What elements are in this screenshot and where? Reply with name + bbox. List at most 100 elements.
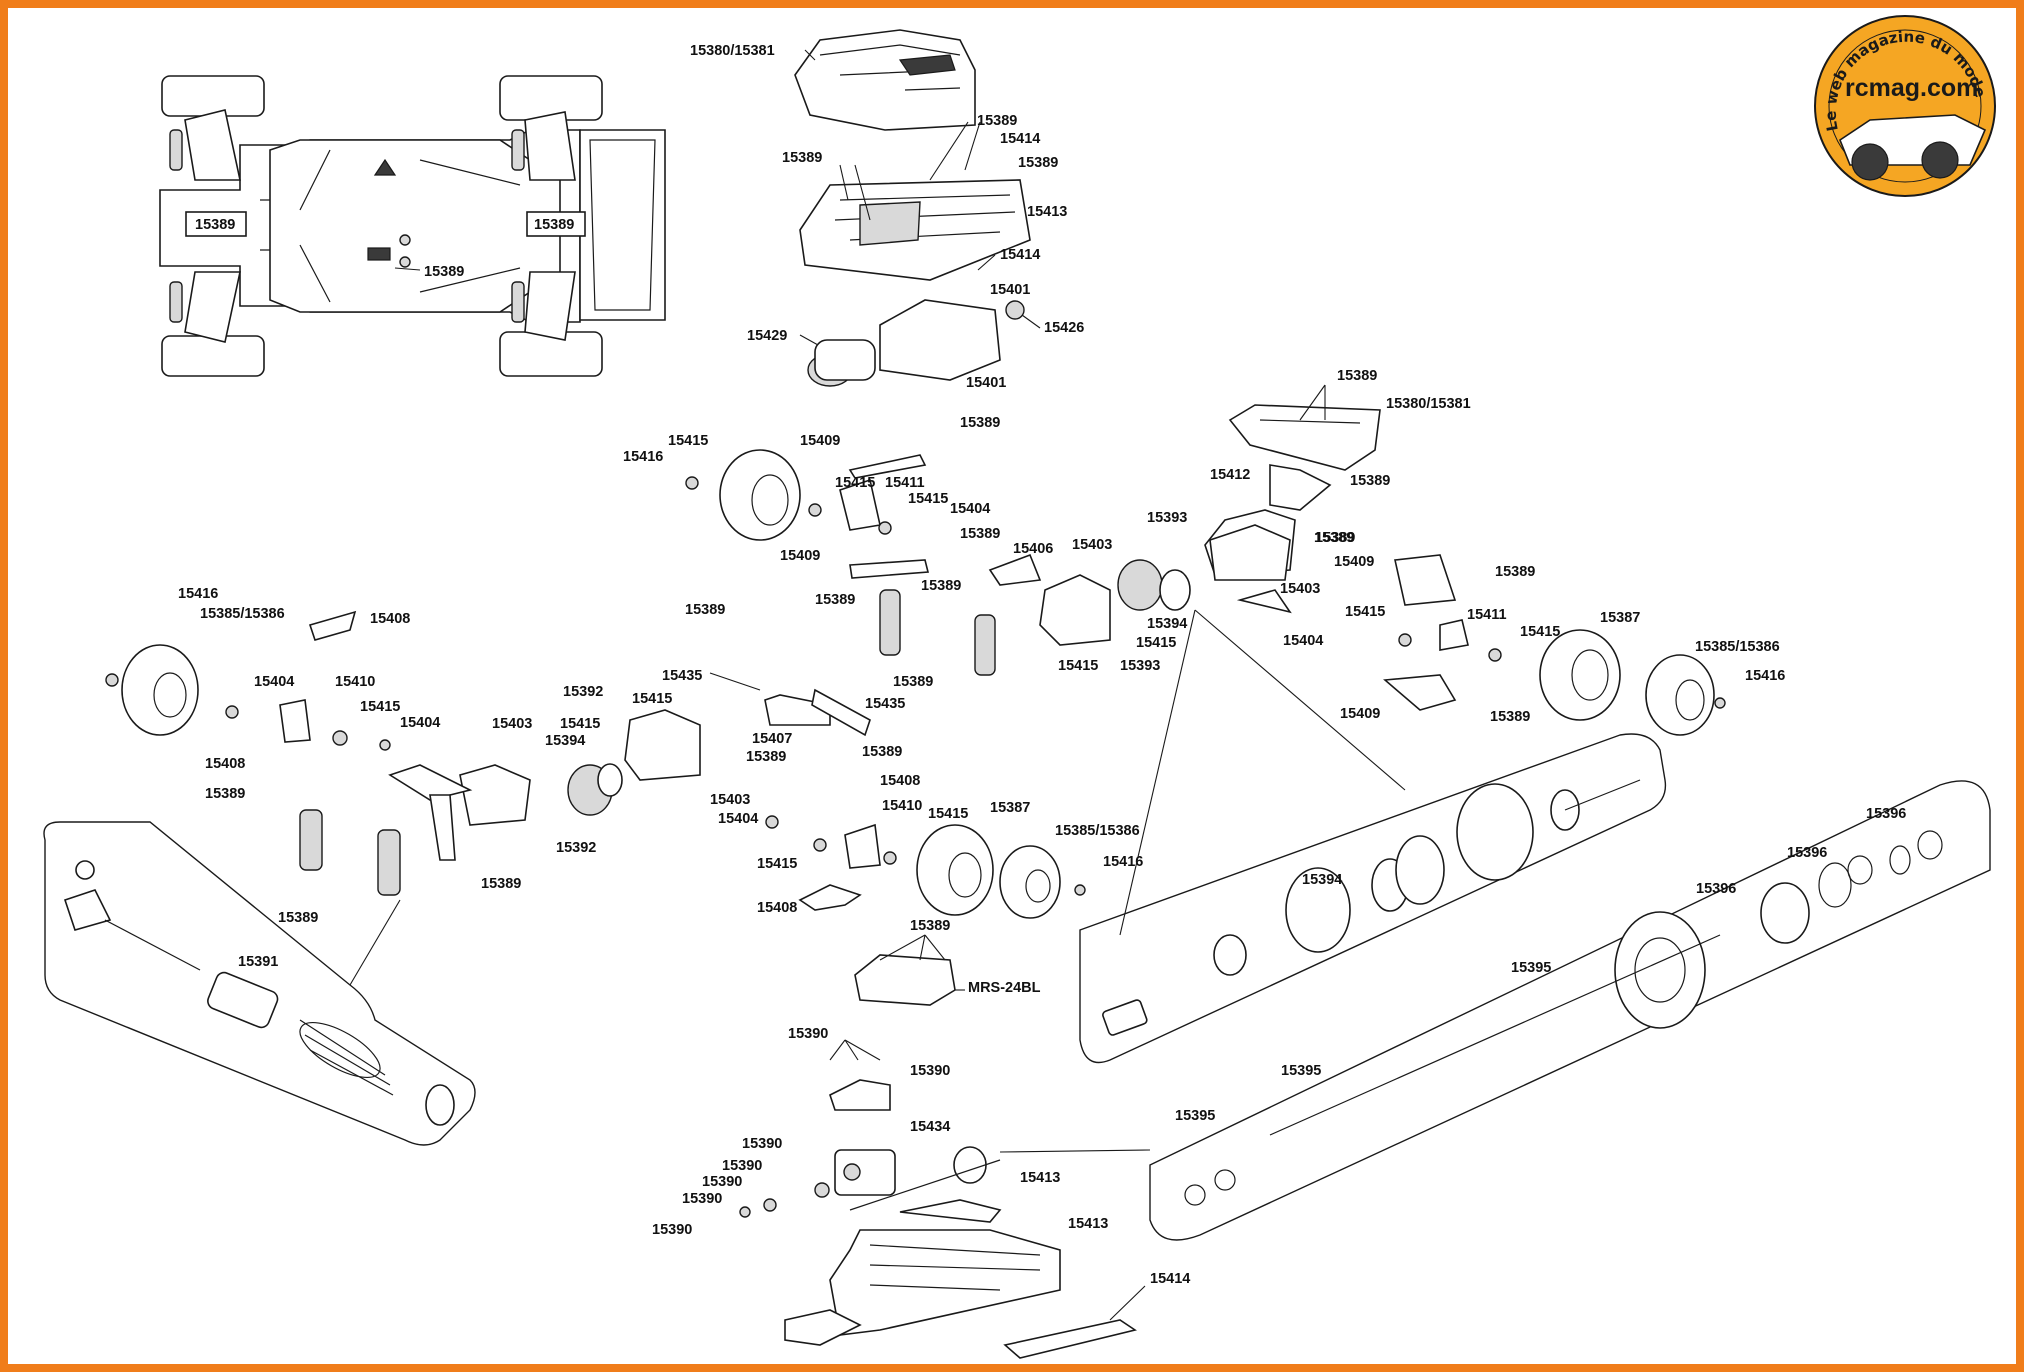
rear-wing-group: 15389 15380/15381 15412 15389 15393 1538… [1147, 368, 1471, 576]
label-15415-f: 15415 [1136, 635, 1176, 651]
label-15389-n: 15389 [815, 592, 855, 608]
front-left-wheel-group: 15416 15385/15386 15408 15404 15410 1541… [105, 586, 440, 751]
label-15403-d: 15403 [710, 792, 750, 808]
label-15411-b: 15411 [885, 475, 925, 491]
label-15426: 15426 [1044, 320, 1084, 336]
car-top-view: 15389 15389 15389 [159, 75, 666, 377]
label-15414-a: 15414 [1000, 131, 1040, 147]
shock-callout: 15391 [43, 821, 476, 1146]
label-15415-d: 15415 [835, 475, 875, 491]
label-15389-e: 15389 [1337, 368, 1377, 384]
label-15415-i: 15415 [632, 691, 672, 707]
label-15393-b: 15393 [1120, 658, 1160, 674]
label-15413-a: 15413 [1027, 204, 1067, 220]
label-15389-i: 15389 [1490, 709, 1530, 725]
label-15415-k: 15415 [928, 806, 968, 822]
label-15389-u: 15389 [278, 910, 318, 926]
label-15404-c: 15404 [254, 674, 294, 690]
label-15389-top-front: 15389 [195, 217, 235, 233]
front-upper-wheel-group: 15415 15409 15389 15416 15415 15411 1541… [623, 415, 1000, 579]
label-15389-m: 15389 [921, 578, 961, 594]
label-15415-h: 15415 [360, 699, 400, 715]
rear-right-wheel-group: 15409 15389 15403 15415 15411 15415 1540… [1280, 554, 1785, 736]
label-15380-15381-a: 15380/15381 [690, 43, 775, 59]
label-15413-b: 15413 [1020, 1170, 1060, 1186]
label-15390-d: 15390 [722, 1158, 762, 1174]
label-15389-d: 15389 [1018, 155, 1058, 171]
label-15429: 15429 [747, 328, 787, 344]
label-15389-top-center: 15389 [424, 264, 464, 280]
label-15387-a: 15387 [1600, 610, 1640, 626]
label-15385-15386-b: 15385/15386 [200, 606, 285, 622]
label-15416-d: 15416 [1103, 854, 1143, 870]
label-15395-a: 15395 [1511, 960, 1551, 976]
label-15389-b: 15389 [782, 150, 822, 166]
label-15389-v: 15389 [910, 918, 950, 934]
body-shell-group: 15380/15381 [690, 29, 976, 131]
label-15414-c: 15414 [1150, 1271, 1190, 1287]
label-15403-b: 15403 [1072, 537, 1112, 553]
label-15413-c: 15413 [1068, 1216, 1108, 1232]
chassis-group: 15413 15414 [784, 1216, 1190, 1359]
label-15389-r: 15389 [862, 744, 902, 760]
label-15416-c: 15416 [178, 586, 218, 602]
label-15395-c: 15395 [1175, 1108, 1215, 1124]
label-15411-a: 15411 [1467, 607, 1507, 623]
label-15389-g: 15389 [1315, 530, 1355, 546]
label-15396-c: 15396 [1696, 881, 1736, 897]
label-15415-e: 15415 [908, 491, 948, 507]
label-15380-15381-b: 15380/15381 [1386, 396, 1471, 412]
label-15415-b: 15415 [1520, 624, 1560, 640]
label-15404-a: 15404 [1283, 633, 1323, 649]
label-15390-e: 15390 [702, 1174, 742, 1190]
label-15396-b: 15396 [1787, 845, 1827, 861]
label-15416-b: 15416 [623, 449, 663, 465]
label-15408-a: 15408 [370, 611, 410, 627]
label-15390-g: 15390 [652, 1222, 692, 1238]
label-15385-15386-c: 15385/15386 [1055, 823, 1140, 839]
label-15391: 15391 [238, 954, 278, 970]
label-15408-c: 15408 [205, 756, 245, 772]
center-mount-group: 15435 15435 15407 15389 [662, 668, 905, 765]
label-15387-b: 15387 [990, 800, 1030, 816]
label-15395-b: 15395 [1281, 1063, 1321, 1079]
label-15392-b: 15392 [556, 840, 596, 856]
label-15410-a: 15410 [335, 674, 375, 690]
label-15396-a: 15396 [1866, 806, 1906, 822]
label-15389-top-rear: 15389 [534, 217, 574, 233]
label-15389-q: 15389 [746, 749, 786, 765]
label-15415-c: 15415 [668, 433, 708, 449]
label-15401-b: 15401 [966, 375, 1006, 391]
label-15415-j: 15415 [560, 716, 600, 732]
logo-brand: rcmag.com [1845, 74, 1978, 102]
label-15404-b: 15404 [950, 501, 990, 517]
label-15394-a: 15394 [1147, 616, 1187, 632]
label-15389-s: 15389 [205, 786, 245, 802]
label-15407: 15407 [752, 731, 792, 747]
label-15414-b: 15414 [1000, 247, 1040, 263]
label-15434: 15434 [910, 1119, 950, 1135]
label-15410-b: 15410 [882, 798, 922, 814]
label-15390-c: 15390 [742, 1136, 782, 1152]
label-mrs-24bl: MRS-24BL [968, 980, 1041, 996]
label-15393-a: 15393 [1147, 510, 1187, 526]
label-15435-a: 15435 [662, 668, 702, 684]
label-15408-d: 15408 [757, 900, 797, 916]
label-15416-a: 15416 [1745, 668, 1785, 684]
label-15412: 15412 [1210, 467, 1250, 483]
label-15415-g: 15415 [1058, 658, 1098, 674]
label-15389-j: 15389 [960, 415, 1000, 431]
label-15409-a: 15409 [1334, 554, 1374, 570]
label-15390-b: 15390 [910, 1063, 950, 1079]
label-15403-c: 15403 [492, 716, 532, 732]
label-15389-h: 15389 [1495, 564, 1535, 580]
label-15389-f: 15389 [1350, 473, 1390, 489]
label-15394-b: 15394 [545, 733, 585, 749]
label-15389-l: 15389 [1314, 530, 1354, 546]
label-15404-e: 15404 [718, 811, 758, 827]
label-15409-c: 15409 [800, 433, 840, 449]
diff-callout: 15394 [1079, 609, 1667, 1064]
rear-gearbox-group: 15406 15403 15389 15389 15394 15415 1541… [685, 524, 1354, 690]
label-15406: 15406 [1013, 541, 1053, 557]
